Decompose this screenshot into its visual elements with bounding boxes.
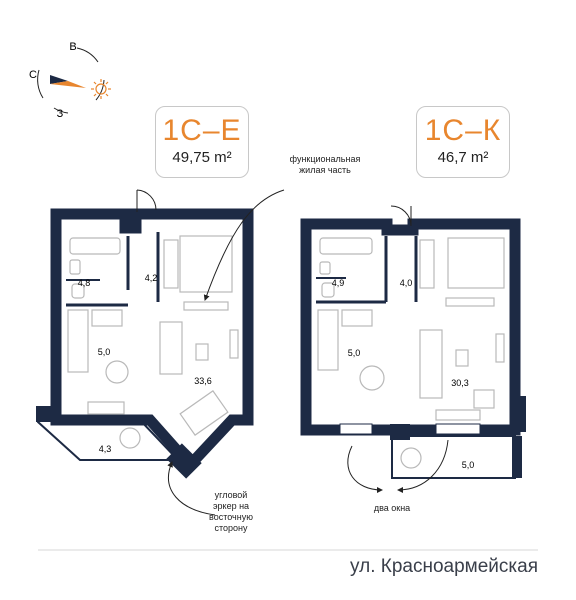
toilet (71, 283, 85, 299)
shelf-bottom (87, 401, 125, 415)
plan-label-1c-e: 1С–Е 49,75 m² (155, 106, 249, 178)
plan-code: 1С–Е (162, 114, 242, 147)
compass-needle-orange (50, 81, 86, 88)
bed (179, 235, 233, 293)
plan-1c-k: 4,9 4,0 5,0 30,3 5,0 (300, 205, 526, 479)
sun-icon (91, 79, 111, 99)
arrow-functional-zone (203, 189, 285, 301)
furniture (317, 237, 505, 469)
shelf (445, 297, 495, 307)
armchair (473, 389, 495, 409)
room-area-balcony: 4,3 (99, 444, 112, 454)
wall-block (512, 396, 526, 432)
note-two-windows: два окна (373, 503, 411, 513)
wardrobe (419, 239, 435, 289)
room-area-bathroom: 4,8 (78, 278, 91, 288)
room-area-kitchen: 5,0 (348, 348, 361, 358)
wardrobe (163, 239, 179, 289)
bed (447, 237, 505, 289)
arrow-two-windows-right (397, 439, 449, 493)
compass-arc (95, 79, 105, 101)
shelf (183, 301, 229, 311)
compass-arc (76, 47, 99, 63)
room-area-hall: 4,0 (400, 278, 413, 288)
dining-table (359, 365, 385, 391)
tv-unit (495, 333, 505, 363)
compass-arc (37, 69, 44, 99)
room-area-hall: 4,2 (145, 273, 158, 283)
bathtub (69, 237, 121, 255)
room-area-living: 33,6 (194, 376, 212, 386)
note-corner-bay: угловой эркер на восточную сторону (209, 490, 253, 533)
window (339, 423, 373, 435)
room-area-kitchen: 5,0 (98, 347, 111, 357)
street-name: ул. Красноармейская (350, 556, 538, 577)
shelf-bottom (435, 409, 481, 421)
kitchen-counter (317, 309, 339, 371)
compass-label-south: З (57, 108, 64, 120)
room-area-balcony: 5,0 (462, 460, 475, 470)
balcony-outline (391, 435, 516, 479)
plan-area: 49,75 m² (172, 149, 232, 166)
compass-label-west: С (29, 69, 37, 81)
plan-label-1c-k: 1С–К 46,7 m² (416, 106, 510, 178)
kitchen-counter-top (341, 309, 373, 327)
compass: В С З (29, 41, 111, 120)
room-area-bathroom: 4,9 (332, 278, 345, 288)
room-area-living: 30,3 (451, 378, 469, 388)
balcony-chair (119, 427, 141, 449)
outer-wall (50, 208, 254, 474)
note-functional-zone: функциональная жилая часть (289, 154, 361, 175)
tv-unit (229, 329, 239, 359)
arrow-corner-bay (167, 461, 216, 516)
wall-block (166, 443, 202, 479)
sofa (159, 321, 183, 375)
outer-wall (300, 218, 521, 436)
plan-code: 1С–К (424, 114, 502, 147)
coffee-table (195, 343, 209, 361)
arrow-two-windows-left (347, 445, 383, 493)
sink (69, 259, 81, 275)
compass-arc (53, 107, 69, 114)
bathtub (319, 237, 373, 255)
sofa (419, 329, 443, 399)
kitchen-counter (67, 309, 89, 373)
desk (179, 390, 229, 436)
sink (319, 261, 331, 275)
kitchen-counter-top (91, 309, 123, 327)
compass-label-north: В (69, 41, 76, 53)
furniture (67, 235, 239, 449)
door-swing (136, 189, 157, 211)
wall-block (36, 406, 60, 422)
toilet (321, 282, 335, 298)
balcony-chair (400, 447, 422, 469)
window (435, 423, 481, 435)
dining-table (105, 360, 129, 384)
plan-area: 46,7 m² (437, 149, 489, 166)
wall-block (512, 436, 522, 478)
plan-1c-e: 4,8 4,2 5,0 33,6 4,3 (36, 189, 254, 479)
coffee-table (455, 349, 469, 367)
